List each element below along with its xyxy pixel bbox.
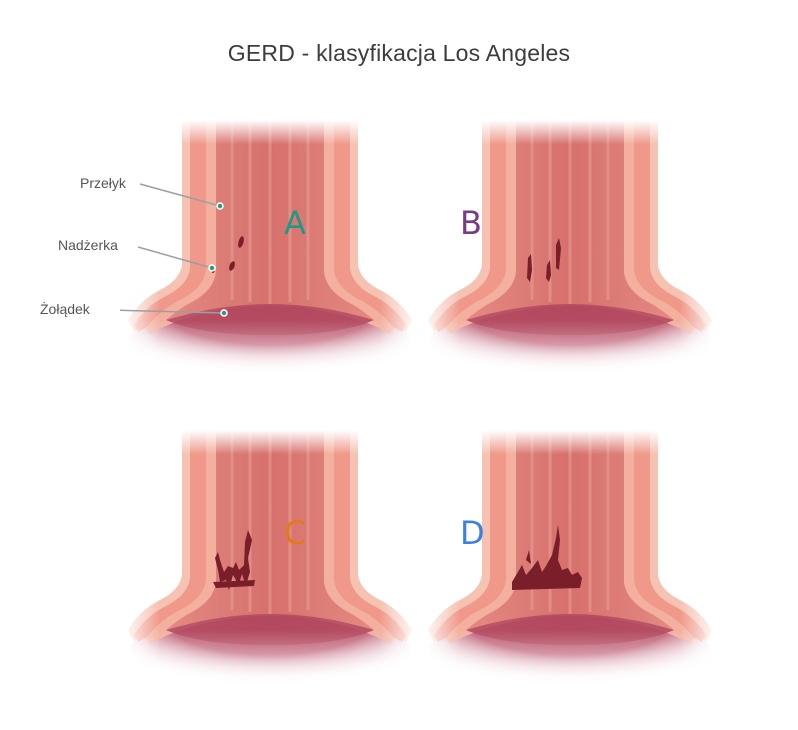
grade-label-b: B (460, 204, 482, 242)
panel-grade-d: D (420, 430, 720, 730)
erosions-b (527, 238, 561, 282)
esophagus-diagram-d (420, 430, 720, 712)
pointer-dot-stomach (220, 309, 228, 317)
esophagus-diagram-c (120, 430, 420, 712)
grade-label-d: D (460, 514, 485, 552)
esophagus-diagram-a (120, 120, 420, 402)
grade-label-a: A (284, 204, 306, 242)
pointer-lines (120, 183, 225, 314)
figure-title: GERD - klasyfikacja Los Angeles (227, 40, 571, 66)
panel-grade-a: A (120, 120, 420, 420)
erosions-d (512, 525, 582, 590)
pointer-dot-esophagus (216, 202, 224, 210)
label-stomach: Żołądek (40, 301, 90, 317)
erosions-c (213, 530, 255, 590)
label-erosion: Nadżerka (58, 237, 118, 253)
pointer-dot-erosion (208, 264, 216, 272)
esophagus-diagram-b (420, 120, 720, 402)
panel-grade-b: B (420, 120, 720, 420)
grade-label-c: C (284, 514, 307, 552)
label-esophagus: Przełyk (80, 175, 126, 191)
panel-grade-c: C (120, 430, 420, 730)
